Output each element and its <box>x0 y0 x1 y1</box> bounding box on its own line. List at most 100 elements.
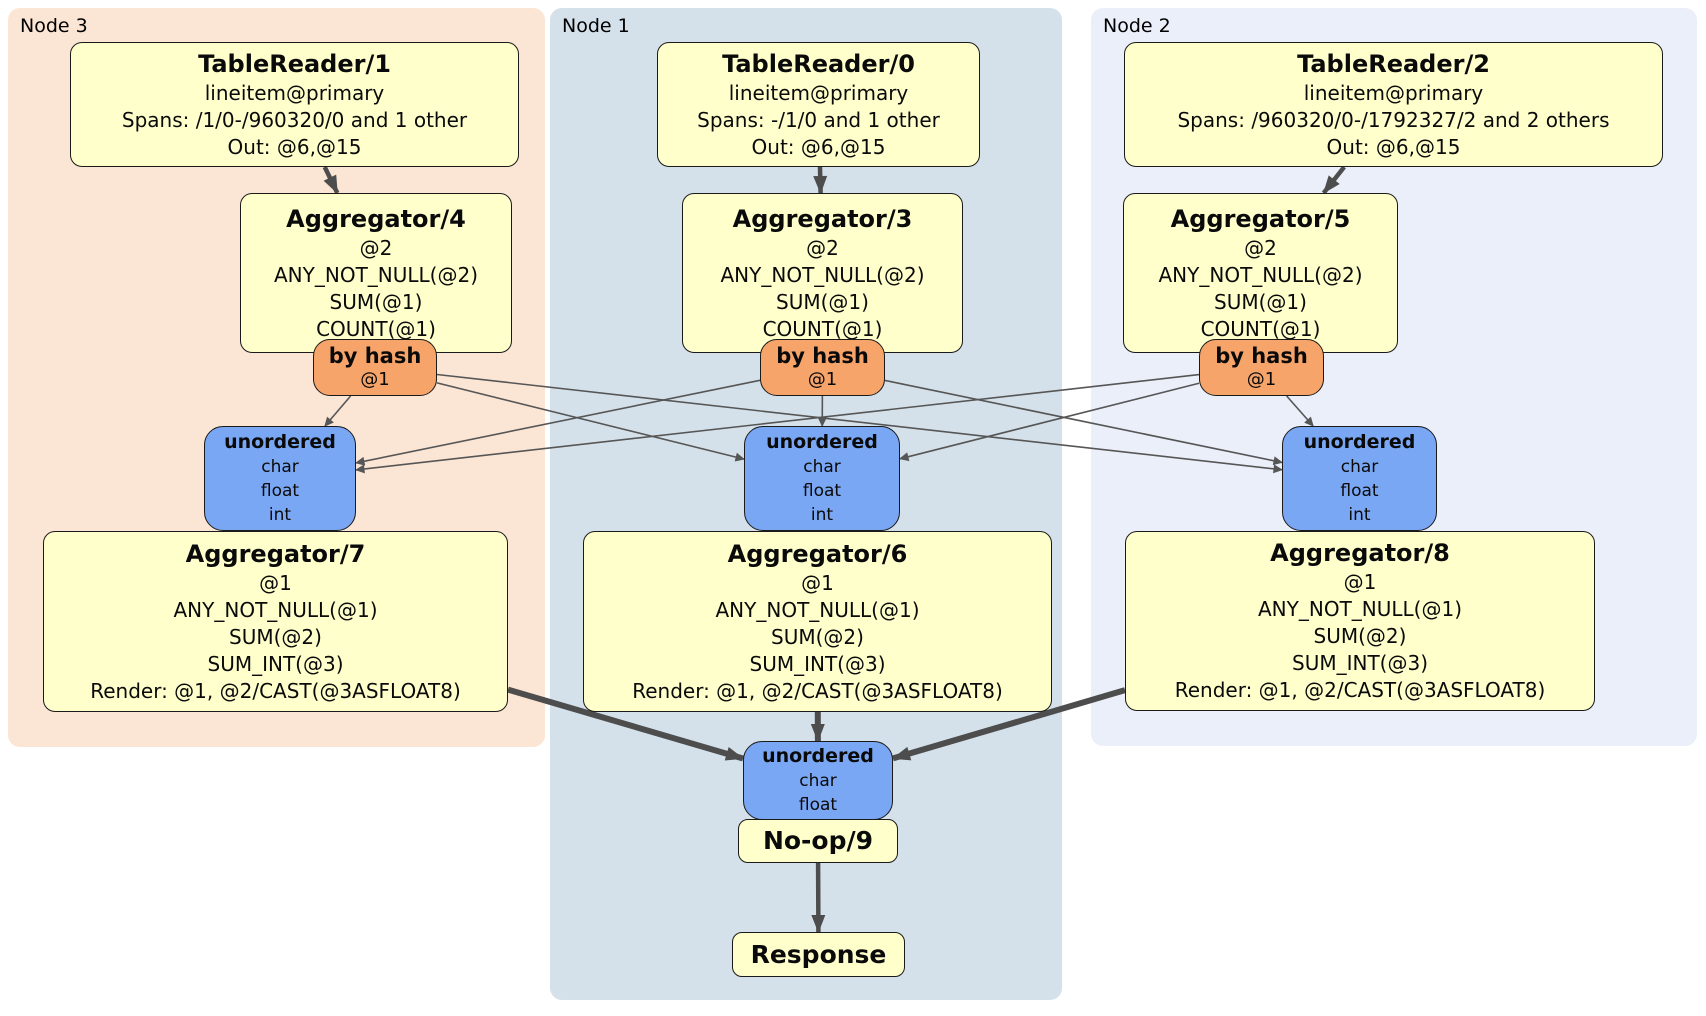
unordered-sync-node1: unordered char float int <box>744 426 900 531</box>
edge-agg7-unf <box>507 686 744 762</box>
processor-title: Aggregator/5 <box>1170 204 1351 233</box>
aggregator-5-box: Aggregator/5 @2 ANY_NOT_NULL(@2) SUM(@1)… <box>1123 193 1398 353</box>
processor-detail: SUM(@1) <box>1214 289 1307 314</box>
unordered-sync-final: unordered char float <box>743 741 893 820</box>
processor-detail: SUM_INT(@3) <box>749 651 886 676</box>
hash-router-node2: by hash @1 <box>1199 339 1324 396</box>
processor-detail: ANY_NOT_NULL(@1) <box>173 597 378 622</box>
processor-detail: SUM_INT(@3) <box>207 651 344 676</box>
processor-detail: Spans: /1/0-/960320/0 and 1 other <box>121 107 468 132</box>
processor-detail: @2 <box>1244 235 1277 260</box>
router-columns: @1 <box>360 369 390 390</box>
router-title: by hash <box>328 344 422 368</box>
sync-title: unordered <box>762 745 874 767</box>
processor-detail: lineitem@primary <box>204 80 385 105</box>
processor-detail: @1 <box>1343 570 1377 594</box>
sync-column: float <box>1340 481 1379 501</box>
processor-detail: SUM(@2) <box>1313 624 1407 648</box>
hash-router-node1: by hash @1 <box>760 339 885 396</box>
sync-column: char <box>1340 457 1379 477</box>
processor-title: Aggregator/7 <box>185 539 366 568</box>
processor-detail: SUM(@1) <box>776 289 869 314</box>
processor-detail: COUNT(@1) <box>316 316 436 341</box>
edge-bh2-un3 <box>355 373 1200 474</box>
processor-detail: ANY_NOT_NULL(@2) <box>720 262 925 287</box>
sync-title: unordered <box>1303 431 1416 453</box>
edge-bh2-un1 <box>899 382 1200 462</box>
processor-title: Aggregator/4 <box>286 204 466 233</box>
router-title: by hash <box>776 344 869 368</box>
processor-detail: ANY_NOT_NULL(@1) <box>715 597 920 622</box>
processor-title: No-op/9 <box>762 826 874 855</box>
processor-detail: COUNT(@1) <box>762 316 883 341</box>
sync-column: int <box>810 505 834 525</box>
processor-detail: lineitem@primary <box>728 80 909 105</box>
sync-column: char <box>799 771 837 791</box>
aggregator-4-box: Aggregator/4 @2 ANY_NOT_NULL(@2) SUM(@1)… <box>240 193 512 353</box>
aggregator-7-box: Aggregator/7 @1 ANY_NOT_NULL(@1) SUM(@2)… <box>43 531 508 712</box>
processor-detail: @2 <box>806 235 839 260</box>
edge-bh3-un1 <box>436 382 745 462</box>
edge-bh1-un3 <box>355 379 761 466</box>
processor-detail: ANY_NOT_NULL(@1) <box>1258 597 1462 621</box>
processor-detail: SUM_INT(@3) <box>1292 651 1428 675</box>
edge-bh3-un3 <box>324 395 352 427</box>
sync-title: unordered <box>224 431 336 453</box>
tablereader-2-box: TableReader/2 lineitem@primary Spans: /9… <box>1124 42 1663 167</box>
processor-title: TableReader/2 <box>1297 49 1490 78</box>
processor-detail: SUM(@2) <box>771 624 864 649</box>
unordered-sync-node2: unordered char float int <box>1282 426 1437 531</box>
processor-detail: Render: @1, @2/CAST(@3ASFLOAT8) <box>90 678 461 703</box>
sync-column: char <box>803 457 841 477</box>
aggregator-3-box: Aggregator/3 @2 ANY_NOT_NULL(@2) SUM(@1)… <box>682 193 963 353</box>
sync-column: char <box>261 457 299 477</box>
edge-tr2-agg5 <box>1321 165 1346 195</box>
processor-detail: Out: @6,@15 <box>227 134 362 159</box>
processor-detail: ANY_NOT_NULL(@2) <box>274 262 478 287</box>
processor-detail: SUM(@2) <box>229 624 322 649</box>
processor-detail: @1 <box>259 570 292 595</box>
router-title: by hash <box>1215 344 1308 368</box>
processor-detail: Render: @1, @2/CAST(@3ASFLOAT8) <box>1174 678 1546 702</box>
edge-bh2-un2 <box>1286 395 1314 427</box>
processor-title: TableReader/0 <box>722 49 915 78</box>
processor-detail: Spans: /960320/0-/1792327/2 and 2 others <box>1177 107 1610 132</box>
noop-9-box: No-op/9 <box>738 819 898 863</box>
edge-tr0-agg3 <box>813 166 828 194</box>
edge-agg8-unf <box>892 687 1126 762</box>
aggregator-8-box: Aggregator/8 @1 ANY_NOT_NULL(@1) SUM(@2)… <box>1125 531 1595 711</box>
node1-label: Node 1 <box>562 15 630 37</box>
processor-detail: @2 <box>359 235 393 260</box>
processor-title: Response <box>750 939 887 969</box>
processor-detail: lineitem@primary <box>1303 80 1484 105</box>
edge-bh3-un2 <box>436 373 1283 474</box>
unordered-sync-node3: unordered char float int <box>204 426 356 531</box>
processor-detail: @1 <box>801 570 834 595</box>
processor-detail: Spans: -/1/0 and 1 other <box>697 107 940 132</box>
router-columns: @1 <box>1246 369 1277 390</box>
processor-detail: Render: @1, @2/CAST(@3ASFLOAT8) <box>632 678 1003 703</box>
edge-bh1-un2 <box>884 379 1283 466</box>
processor-detail: ANY_NOT_NULL(@2) <box>1158 262 1363 287</box>
sync-title: unordered <box>766 431 878 453</box>
processor-detail: Out: @6,@15 <box>751 134 886 159</box>
sync-column: int <box>1348 505 1371 525</box>
hash-router-node3: by hash @1 <box>313 339 437 396</box>
sync-column: float <box>802 481 842 501</box>
aggregator-6-box: Aggregator/6 @1 ANY_NOT_NULL(@1) SUM(@2)… <box>583 531 1052 712</box>
processor-detail: SUM(@1) <box>329 289 423 314</box>
sync-column: float <box>260 481 300 501</box>
node2-label: Node 2 <box>1103 15 1171 37</box>
processor-detail: Out: @6,@15 <box>1326 134 1461 159</box>
tablereader-1-box: TableReader/1 lineitem@primary Spans: /1… <box>70 42 519 167</box>
edge-tr1-agg4 <box>322 166 340 194</box>
processor-title: Aggregator/8 <box>1270 539 1450 567</box>
processor-title: Aggregator/3 <box>732 204 913 233</box>
sync-column: float <box>798 795 838 815</box>
node3-label: Node 3 <box>20 15 88 37</box>
processor-detail: COUNT(@1) <box>1200 316 1321 341</box>
router-columns: @1 <box>807 369 838 390</box>
processor-title: TableReader/1 <box>198 49 391 78</box>
